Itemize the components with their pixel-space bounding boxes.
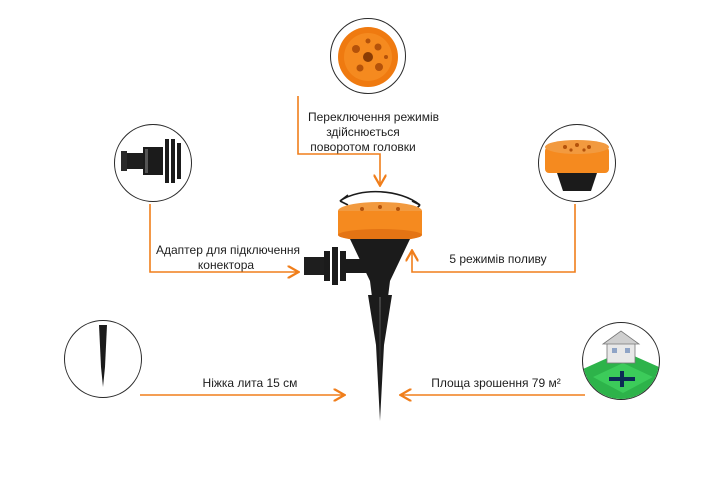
line-mode-switch bbox=[297, 96, 380, 184]
rotation-arrow-icon bbox=[339, 190, 421, 206]
mode-switch-line2: здійснюється bbox=[326, 125, 400, 139]
house-detail-circle bbox=[582, 322, 660, 400]
sprinkler-head-side-icon bbox=[545, 140, 609, 191]
area-label: Площа зрошення 79 м² bbox=[431, 376, 561, 390]
sprinkler-head-top-icon bbox=[338, 27, 398, 87]
sprinkler-product-image bbox=[304, 190, 422, 421]
connector-adapter-icon bbox=[121, 139, 181, 183]
adapter-line2: конектора bbox=[197, 258, 255, 272]
modes-label: 5 режимів поливу bbox=[449, 252, 547, 266]
line-modes bbox=[412, 204, 576, 273]
mode-switch-label: Переключення режимів здійснюється поворо… bbox=[308, 110, 440, 155]
mode-switch-line3: поворотом головки bbox=[310, 140, 416, 154]
spike-label: Ніжка лита 15 см bbox=[202, 376, 298, 390]
ground-spike-icon bbox=[99, 325, 107, 387]
adapter-label: Адаптер для підключення конектора bbox=[156, 243, 301, 273]
house-lawn-icon bbox=[583, 330, 659, 399]
spike-detail-circle bbox=[64, 320, 142, 398]
adapter-line1: Адаптер для підключення bbox=[156, 243, 301, 257]
head-detail-circle bbox=[330, 18, 406, 94]
line-adapter bbox=[149, 204, 297, 272]
modes-detail-circle bbox=[538, 124, 616, 202]
connector-detail-circle bbox=[114, 124, 192, 202]
mode-switch-line1: Переключення режимів bbox=[308, 110, 440, 124]
